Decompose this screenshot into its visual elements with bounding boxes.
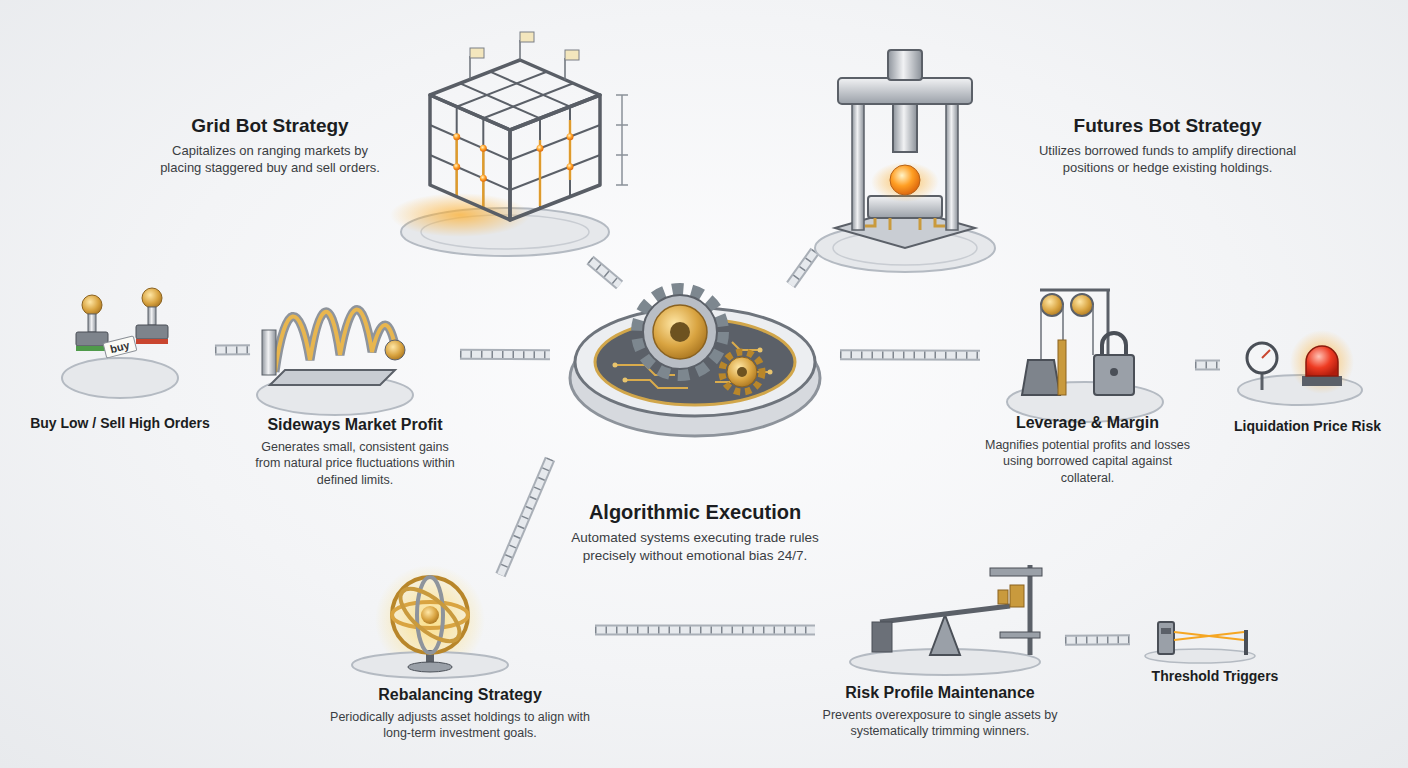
road-line: [1065, 634, 1130, 646]
node-heading: Sideways Market Profit: [250, 415, 460, 434]
road-line: [215, 346, 250, 353]
feature-node: Risk Profile MaintenancePrevents overexp…: [815, 555, 1065, 758]
connector: [840, 354, 980, 355]
strategy-node: Futures Bot StrategyUtilizes borrowed fu…: [815, 35, 1310, 275]
feature-node: Threshold Triggers: [1130, 610, 1300, 695]
hub-node: Algorithmic ExecutionAutomated systems e…: [550, 285, 840, 570]
road-line: [590, 260, 620, 285]
node-description: Utilizes borrowed funds to amplify direc…: [1025, 143, 1310, 177]
road-line: [590, 260, 620, 285]
threshold-sensor-illustration: [1145, 622, 1255, 663]
gyroscope-illustration: [352, 565, 508, 678]
node-heading: Risk Profile Maintenance: [815, 683, 1065, 702]
road-line: [460, 351, 550, 359]
road-line: [460, 351, 550, 359]
text-column: Buy Low / Sell High Orders: [25, 415, 215, 433]
connector: [501, 459, 551, 575]
road-line: [595, 626, 815, 633]
feature-node: Sideways Market ProfitGenerates small, c…: [250, 275, 460, 495]
road-line: [1065, 636, 1130, 644]
connector: [215, 349, 250, 350]
node-heading: Futures Bot Strategy: [1025, 115, 1310, 138]
road-line: [791, 251, 815, 285]
road-line: [590, 260, 620, 285]
node-heading: Grid Bot Strategy: [150, 115, 390, 138]
node-label: Liquidation Price Risk: [1220, 418, 1395, 436]
node-description: Automated systems executing trade rules …: [550, 529, 840, 564]
text-column: Liquidation Price Risk: [1220, 418, 1395, 436]
node-description: Generates small, consistent gains from n…: [250, 439, 460, 488]
feature-node: Leverage & MarginMagnifies potential pro…: [980, 280, 1195, 495]
node-label: Threshold Triggers: [1130, 668, 1300, 686]
connector: [791, 251, 815, 285]
node-heading: Rebalancing Strategy: [325, 685, 595, 704]
road-line: [1195, 361, 1220, 368]
road-line: [460, 349, 550, 361]
node-description: Prevents overexposure to single assets b…: [815, 707, 1065, 740]
road-line: [215, 344, 250, 355]
text-column: Leverage & MarginMagnifies potential pro…: [980, 413, 1195, 486]
connector: [595, 629, 815, 630]
road-line: [595, 626, 815, 633]
stamp-label: buy: [103, 335, 137, 358]
gauge-siren-illustration: [1238, 330, 1362, 405]
road-line: [215, 346, 250, 353]
road-line: [1195, 361, 1220, 368]
road-line: [501, 459, 551, 575]
node-description: Magnifies potential profits and losses u…: [980, 437, 1195, 486]
strategy-node: Rebalancing StrategyPeriodically adjusts…: [325, 575, 595, 758]
road-line: [840, 351, 980, 358]
road-line: [791, 251, 815, 285]
node-label: Buy Low / Sell High Orders: [25, 415, 215, 433]
connector: [590, 260, 620, 285]
feature-node: Liquidation Price Risk: [1220, 320, 1395, 440]
road-line: [840, 349, 980, 360]
text-column: Algorithmic ExecutionAutomated systems e…: [550, 500, 840, 564]
road-line: [595, 624, 815, 635]
text-column: Threshold Triggers: [1130, 668, 1300, 686]
road-line: [1195, 359, 1220, 370]
connector: [1195, 364, 1220, 365]
road-line: [791, 251, 815, 285]
road-line: [840, 351, 980, 358]
node-description: Capitalizes on ranging markets by placin…: [150, 143, 390, 177]
feature-node: Buy Low / Sell High Orders: [25, 285, 215, 440]
text-column: Futures Bot StrategyUtilizes borrowed fu…: [1025, 115, 1310, 177]
stamp-illustration: [62, 288, 178, 398]
pulley-lock-illustration: [1007, 290, 1163, 422]
node-heading: Leverage & Margin: [980, 413, 1195, 432]
wave-machine-illustration: [257, 309, 413, 415]
strategy-node: Grid Bot StrategyCapitalizes on ranging …: [150, 35, 605, 260]
text-column: Rebalancing StrategyPeriodically adjusts…: [325, 685, 595, 742]
text-column: Risk Profile MaintenancePrevents overexp…: [815, 683, 1065, 740]
connector: [460, 354, 550, 356]
road-line: [501, 459, 551, 575]
node-description: Periodically adjusts asset holdings to a…: [325, 709, 595, 742]
futures-press-illustration: [815, 50, 995, 272]
connector: [1065, 639, 1130, 641]
central-gear-platform: [570, 290, 820, 436]
balance-scale-illustration: [850, 565, 1042, 675]
grid-cube-illustration: [390, 32, 628, 256]
node-heading: Algorithmic Execution: [550, 500, 840, 524]
text-column: Grid Bot StrategyCapitalizes on ranging …: [150, 115, 390, 177]
text-column: Sideways Market ProfitGenerates small, c…: [250, 415, 460, 488]
road-line: [501, 459, 551, 575]
road-line: [1065, 636, 1130, 644]
